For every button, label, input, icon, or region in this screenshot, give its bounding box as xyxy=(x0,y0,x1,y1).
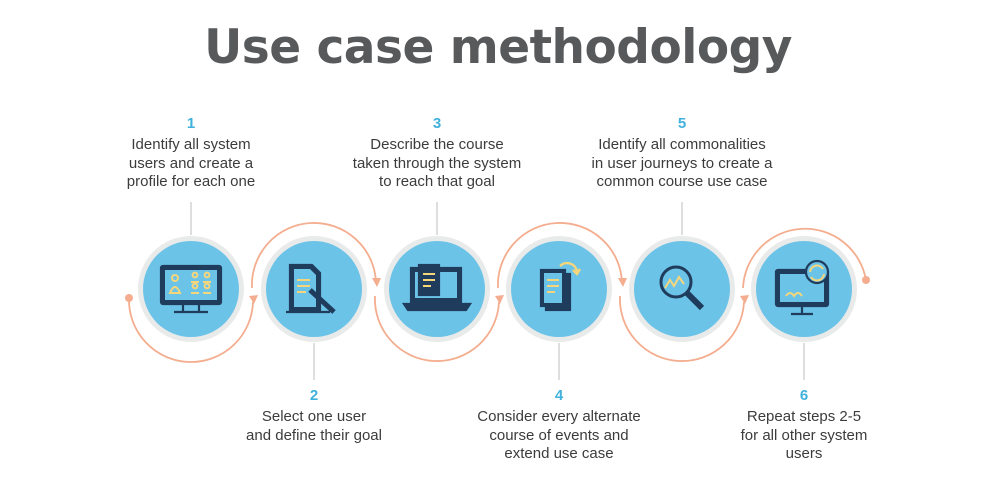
document-pencil-icon xyxy=(286,263,336,314)
step-1-text: Identify all system users and create a p… xyxy=(76,136,306,192)
step-5-number: 5 xyxy=(677,115,687,132)
step-4-text: Consider every alternate course of event… xyxy=(444,408,674,464)
laptop-document-icon xyxy=(401,263,473,312)
page-title: Use case methodology xyxy=(204,20,792,75)
monitor-users-icon xyxy=(159,264,223,314)
arc-6 xyxy=(742,227,867,289)
step-1-number: 1 xyxy=(186,115,196,132)
step-3-line-2: taken through the system xyxy=(352,154,522,172)
arc-2 xyxy=(251,222,377,289)
arc-5 xyxy=(619,295,745,362)
step-2-line-1: Select one user xyxy=(261,408,367,425)
step-2-text: Select one user and define their goal xyxy=(199,408,429,445)
step-6-number: 6 xyxy=(799,387,809,404)
magnifier-chart-icon xyxy=(659,265,705,311)
arrow-1 xyxy=(249,295,258,304)
step-1-line-3: profile for each one xyxy=(126,173,256,190)
flow-arcs xyxy=(125,222,870,363)
arc-4 xyxy=(497,222,623,289)
step-6-text: Repeat steps 2-5 for all other system us… xyxy=(689,408,919,464)
arc-3 xyxy=(374,295,500,362)
step-3-text: Describe the course taken through the sy… xyxy=(322,136,552,192)
step-circles xyxy=(138,236,857,342)
step-6-line-2: for all other system xyxy=(740,426,868,444)
step-2-line-2: and define their goal xyxy=(246,426,382,444)
arrow-5 xyxy=(740,295,749,304)
step-3-line-3: to reach that goal xyxy=(379,173,495,190)
arrow-4 xyxy=(618,278,627,287)
step-4-line-3: extend use case xyxy=(504,445,614,462)
documents-refresh-icon xyxy=(539,261,582,312)
step-4-number: 4 xyxy=(554,387,564,404)
arrow-3 xyxy=(495,295,504,304)
step-6-line-1: Repeat steps 2-5 xyxy=(746,408,862,425)
monitor-refresh-icon xyxy=(774,259,830,316)
step-5-text: Identify all commonalities in user journ… xyxy=(567,136,797,192)
step-1-line-2: users and create a xyxy=(128,154,254,172)
step-5-line-2: in user journeys to create a xyxy=(591,154,773,172)
step-6-line-3: users xyxy=(785,445,823,462)
step-5-line-3: common course use case xyxy=(596,173,768,190)
step-4-line-1: Consider every alternate xyxy=(477,408,641,425)
connector-lines xyxy=(190,202,805,380)
step-2-number: 2 xyxy=(309,387,319,404)
arc-end-dot xyxy=(862,276,870,284)
step-1-line-1: Identify all system xyxy=(131,136,251,153)
step-3-number: 3 xyxy=(432,115,442,132)
step-3-line-1: Describe the course xyxy=(370,136,504,153)
step-4-line-2: course of events and xyxy=(489,426,629,444)
arrow-2 xyxy=(372,278,381,287)
arc-1 xyxy=(128,297,254,363)
step-5-line-1: Identify all commonalities xyxy=(598,136,766,153)
